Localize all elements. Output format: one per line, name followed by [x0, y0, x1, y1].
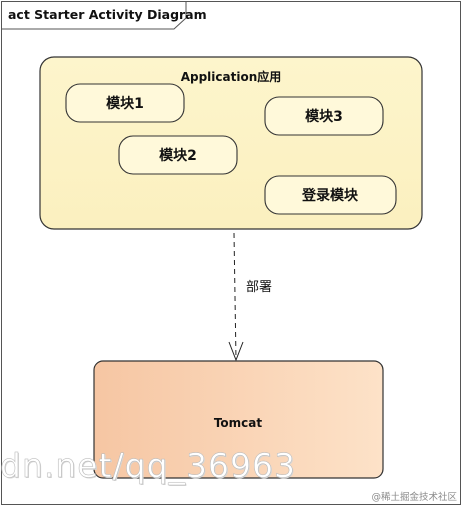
module-3-label: 模块3	[305, 108, 343, 125]
module-1[interactable]: 模块1	[65, 83, 185, 123]
tomcat-node[interactable]	[93, 360, 384, 479]
module-2[interactable]: 模块2	[118, 135, 238, 175]
deploy-arrowhead-icon	[228, 341, 244, 362]
deploy-label: 部署	[246, 280, 272, 295]
frame-title: act Starter Activity Diagram	[8, 7, 207, 22]
frame-title-tab	[1, 1, 187, 30]
module-2-label: 模块2	[159, 147, 197, 164]
module-1-label: 模块1	[106, 95, 144, 112]
login-module[interactable]: 登录模块	[264, 175, 397, 215]
tomcat-label: Tomcat	[214, 416, 263, 430]
source-watermark: @稀土掘金技术社区	[371, 492, 457, 503]
module-3[interactable]: 模块3	[264, 96, 384, 136]
login-module-label: 登录模块	[301, 187, 359, 204]
application-label: Application应用	[181, 69, 282, 84]
deploy-dependency-line[interactable]	[233, 232, 237, 361]
